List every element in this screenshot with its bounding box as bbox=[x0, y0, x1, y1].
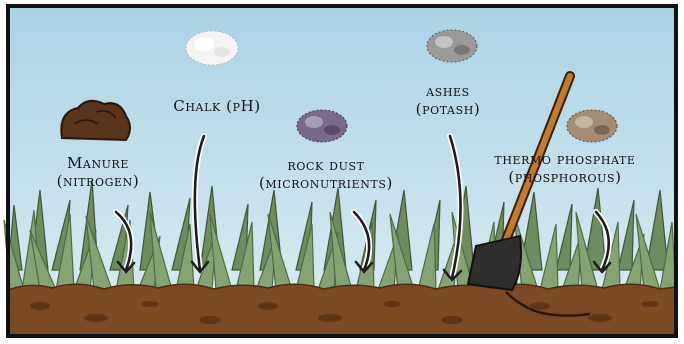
manure-name: Manure bbox=[38, 154, 158, 172]
rock-dust-nutrient: (micronutrients) bbox=[236, 174, 416, 192]
thermo-phosphate-label: thermo phosphate (phosphorous) bbox=[468, 150, 662, 186]
ashes-label: ashes (potash) bbox=[398, 82, 498, 118]
thermo-phosphate-pile bbox=[567, 110, 617, 142]
chalk-label: Chalk (pH) bbox=[152, 97, 282, 115]
soil-layer bbox=[8, 284, 676, 336]
chalk-pile bbox=[186, 31, 238, 65]
thermo-name: thermo phosphate bbox=[468, 150, 662, 168]
ashes-name: ashes bbox=[398, 82, 498, 100]
ashes-nutrient: (potash) bbox=[398, 100, 498, 118]
chalk-name: Chalk (pH) bbox=[152, 97, 282, 115]
ashes-pile bbox=[427, 30, 477, 62]
manure-label: Manure (nitrogen) bbox=[38, 154, 158, 190]
manure-nutrient: (nitrogen) bbox=[38, 172, 158, 190]
rock-dust-name: rock dust bbox=[236, 156, 416, 174]
thermo-nutrient: (phosphorous) bbox=[468, 168, 662, 186]
rock-dust-label: rock dust (micronutrients) bbox=[236, 156, 416, 192]
rock-dust-pile bbox=[297, 110, 347, 142]
